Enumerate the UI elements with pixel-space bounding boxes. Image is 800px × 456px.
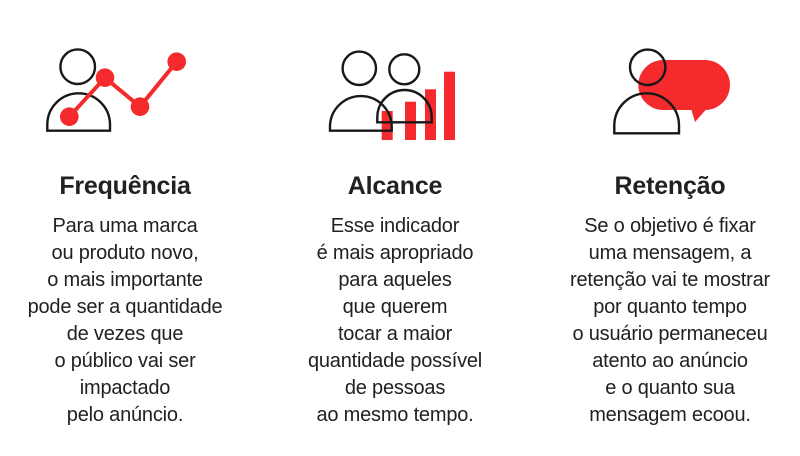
people-bar-chart-svg xyxy=(328,50,455,140)
line-chart-points xyxy=(60,52,186,126)
column-retencao: Retenção Se o objetivo é fixar uma mensa… xyxy=(545,0,795,456)
column-title-frequencia: Frequência xyxy=(59,172,191,200)
person-speech-bubble-svg xyxy=(613,48,730,135)
column-alcance: Alcance Esse indicador é mais apropriado… xyxy=(270,0,520,456)
person-line-chart-icon xyxy=(35,40,195,145)
column-body-alcance: Esse indicador é mais apropriado para aq… xyxy=(307,215,483,426)
column-body-retencao: Se o objetivo é fixar uma mensagem, a re… xyxy=(570,215,770,426)
column-body-frequencia: Para uma marca ou produto novo, o mais i… xyxy=(27,215,223,426)
column-title-alcance: Alcance xyxy=(347,172,443,200)
line-chart-line xyxy=(67,60,179,119)
column-title-retencao: Retenção xyxy=(614,172,726,200)
speech-bubble xyxy=(638,60,730,122)
person-speech-bubble-icon xyxy=(600,35,740,140)
person-outline xyxy=(46,48,112,132)
person-line-chart-svg xyxy=(46,48,186,132)
column-frequencia: Frequência Para uma marca ou produto nov… xyxy=(0,0,250,456)
person-outline xyxy=(613,48,681,135)
people-bar-chart-icon xyxy=(320,40,470,150)
people-outline xyxy=(328,50,433,132)
